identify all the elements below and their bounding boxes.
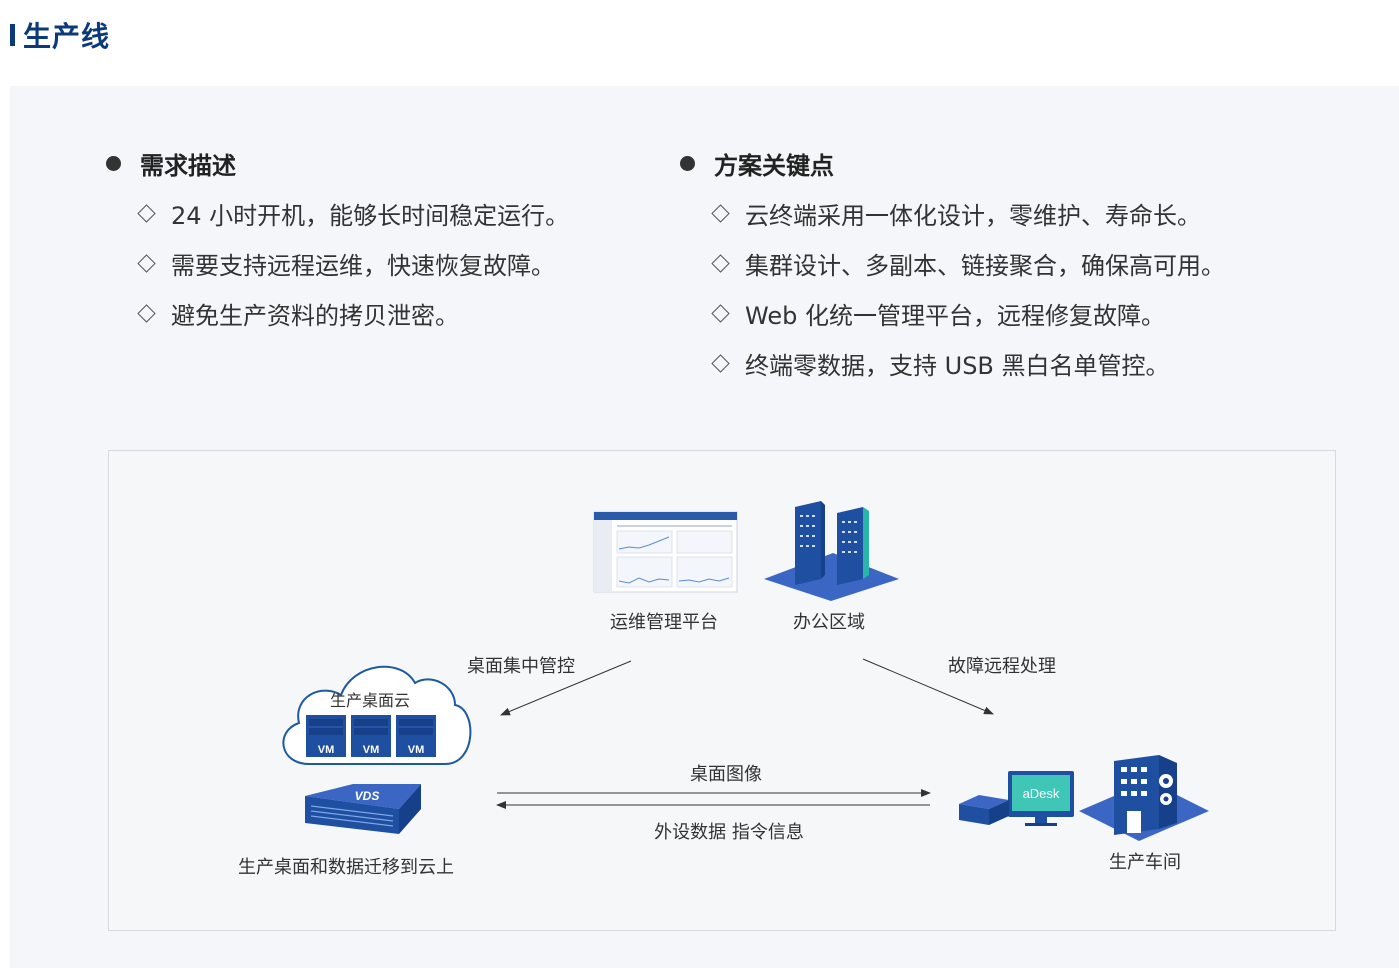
requirements-column: 需求描述 24 小时开机，能够长时间稳定运行。 需要支持远程运维，快速恢复故障。…: [106, 146, 569, 338]
section-title: 生产线: [10, 18, 111, 53]
content-panel: 需求描述 24 小时开机，能够长时间稳定运行。 需要支持远程运维，快速恢复故障。…: [10, 86, 1399, 968]
key-points-column: 方案关键点 云终端采用一体化设计，零维护、寿命长。 集群设计、多副本、链接聚合，…: [680, 146, 1225, 388]
ops-platform-screenshot-icon: [593, 511, 738, 593]
office-building-icon: [764, 501, 899, 601]
list-item: 24 小时开机，能够长时间稳定运行。: [106, 188, 569, 238]
desktop-image-label: 桌面图像: [690, 764, 762, 785]
central-control-arrow: [500, 660, 632, 716]
requirements-list: 24 小时开机，能够长时间稳定运行。 需要支持远程运维，快速恢复故障。 避免生产…: [106, 188, 569, 338]
central-control-label: 桌面集中管控: [467, 656, 575, 677]
vm-label: VM: [408, 744, 425, 756]
vm-label: VM: [363, 744, 380, 756]
diamond-icon: [137, 253, 156, 273]
vds-label: VDS: [355, 789, 380, 803]
list-item-text: 云终端采用一体化设计，零维护、寿命长。: [745, 201, 1201, 230]
page-title: 生产线: [23, 20, 111, 53]
key-points-heading: 方案关键点: [680, 146, 1225, 180]
adesk-terminal-icon: aDesk: [959, 771, 1074, 826]
bullet-dot-icon: [680, 155, 695, 171]
bullet-dot-icon: [106, 155, 121, 171]
diamond-icon: [137, 203, 156, 223]
office-area-label: 办公区域: [793, 612, 865, 633]
diagram-canvas: VM VM VM VDS: [282, 501, 1209, 841]
vm-label: VM: [318, 744, 335, 756]
list-item-text: Web 化统一管理平台，远程修复故障。: [745, 301, 1165, 330]
diamond-icon: [711, 353, 730, 373]
diamond-icon: [137, 303, 156, 323]
peripheral-data-label: 外设数据 指令信息: [654, 822, 804, 843]
vm-block-icon: [396, 715, 436, 757]
desktop-cloud-label: 生产桌面云: [329, 691, 411, 710]
requirements-heading-text: 需求描述: [140, 151, 236, 180]
diamond-icon: [711, 203, 730, 223]
list-item: 需要支持远程运维，快速恢复故障。: [106, 238, 569, 288]
vm-block-icon: [351, 715, 391, 757]
list-item-text: 24 小时开机，能够长时间稳定运行。: [171, 201, 570, 230]
desktop-cloud-icon: VM VM VM: [282, 665, 472, 765]
list-item-text: 需要支持远程运维，快速恢复故障。: [171, 251, 555, 280]
diamond-icon: [711, 253, 730, 273]
workshop-building-icon: [1079, 755, 1209, 841]
remote-fix-label: 故障远程处理: [948, 656, 1056, 677]
remote-fix-arrow: [862, 658, 994, 715]
key-points-list: 云终端采用一体化设计，零维护、寿命长。 集群设计、多副本、链接聚合，确保高可用。…: [680, 188, 1225, 388]
list-item-text: 避免生产资料的拷贝泄密。: [171, 301, 459, 330]
list-item: 避免生产资料的拷贝泄密。: [106, 288, 569, 338]
vds-appliance-icon: VDS: [305, 784, 421, 834]
workshop-label: 生产车间: [1109, 852, 1181, 873]
architecture-diagram: VM VM VM VDS: [108, 450, 1336, 931]
list-item-text: 终端零数据，支持 USB 黑白名单管控。: [745, 351, 1170, 380]
ops-platform-label: 运维管理平台: [610, 612, 718, 633]
list-item-text: 集群设计、多副本、链接聚合，确保高可用。: [745, 251, 1225, 280]
vm-block-icon: [306, 715, 346, 757]
list-item: 终端零数据，支持 USB 黑白名单管控。: [680, 338, 1225, 388]
adesk-label: aDesk: [1023, 786, 1060, 801]
list-item: 云终端采用一体化设计，零维护、寿命长。: [680, 188, 1225, 238]
key-points-heading-text: 方案关键点: [714, 151, 834, 180]
diamond-icon: [711, 303, 730, 323]
migrate-caption: 生产桌面和数据迁移到云上: [238, 857, 454, 878]
requirements-heading: 需求描述: [106, 146, 569, 180]
title-accent-bar: [10, 24, 15, 46]
list-item: 集群设计、多副本、链接聚合，确保高可用。: [680, 238, 1225, 288]
list-item: Web 化统一管理平台，远程修复故障。: [680, 288, 1225, 338]
